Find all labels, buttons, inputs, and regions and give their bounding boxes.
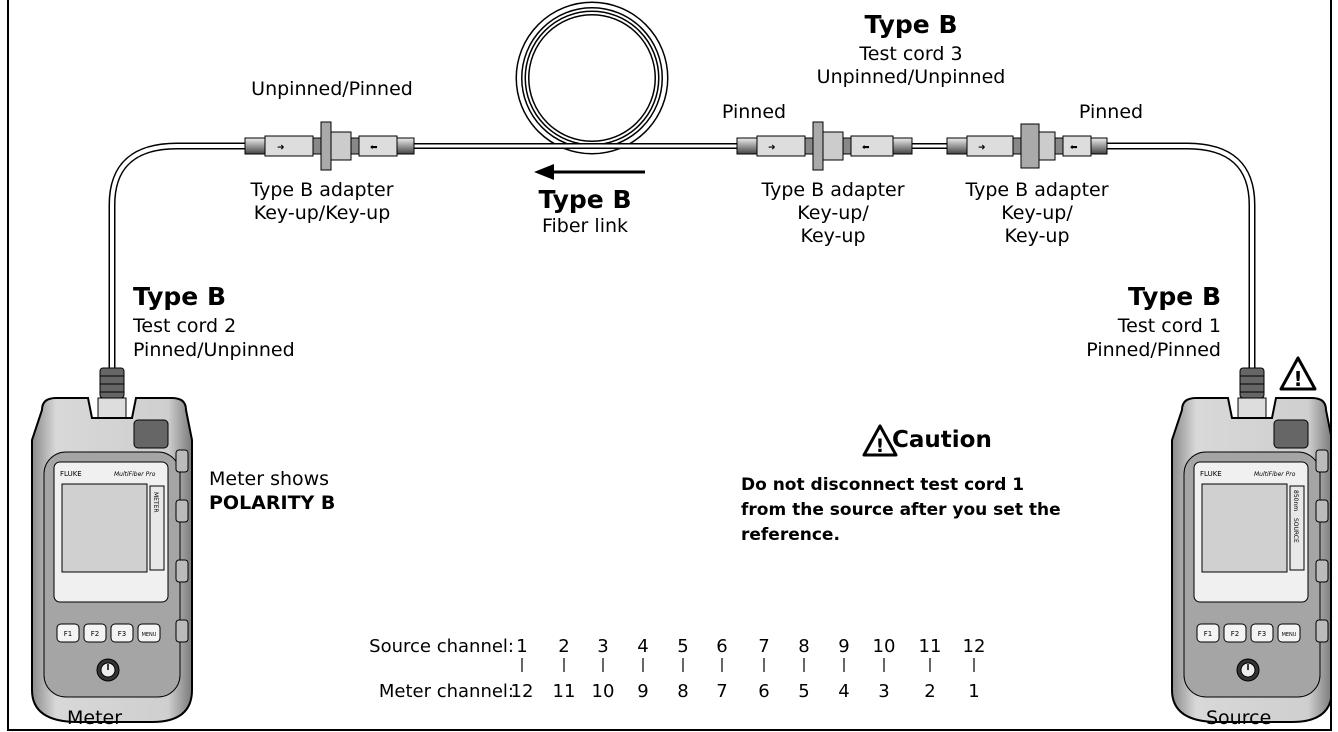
meter-button-label: F2 xyxy=(91,630,99,638)
left-connector-label: Unpinned/Pinned xyxy=(251,78,413,100)
meter-channel-number: 7 xyxy=(716,681,728,702)
source-channel-number: 10 xyxy=(872,636,896,657)
meter-button-f2 xyxy=(83,623,107,643)
source-channel-number: 6 xyxy=(716,636,728,657)
link-subtitle: Fiber link xyxy=(541,215,629,237)
meter-button-label: F1 xyxy=(64,630,72,638)
source-channel-number: 9 xyxy=(838,636,850,657)
meter-channel-number: 4 xyxy=(838,681,850,702)
svg-text:!: ! xyxy=(876,435,885,457)
source-button-f1 xyxy=(1196,623,1220,643)
svg-text:⬅: ⬅ xyxy=(862,143,870,153)
warning-icon: ! xyxy=(1279,356,1317,391)
cord3-line1: Test cord 3 xyxy=(859,43,963,65)
test-cord-1 xyxy=(1107,142,1256,372)
source-channel-number: 12 xyxy=(962,636,986,657)
source-channel-number: 11 xyxy=(918,636,942,657)
meter-channel-number: 11 xyxy=(552,681,576,702)
meter-model-name: MultiFiber Pro xyxy=(114,471,156,478)
test-cord-2 xyxy=(108,142,245,372)
source-channel-number: 3 xyxy=(597,636,609,657)
caution-warning-icon: ! xyxy=(862,424,898,457)
right-adapter-label-3: Key-up xyxy=(1004,225,1070,247)
meter-channel-number: 10 xyxy=(591,681,615,702)
source-channel-number: 4 xyxy=(637,636,649,657)
meter-button-label: F3 xyxy=(118,630,126,638)
meter-button-f3 xyxy=(110,623,134,643)
middle-adapter-label-2: Key-up/ xyxy=(797,202,869,224)
cord2-line2: Pinned/Unpinned xyxy=(133,339,295,361)
source-button-label: F1 xyxy=(1204,630,1212,638)
caution-title: Caution xyxy=(892,427,992,453)
fiber-link-diagram: ➜ ⬅ ➜ ⬅ ➜ ⬅ xyxy=(31,1,1330,723)
meter-channel-number: 2 xyxy=(924,681,936,702)
svg-text:➜: ➜ xyxy=(978,143,986,153)
source-channel-number: 5 xyxy=(677,636,689,657)
meter-channel-number: 1 xyxy=(968,681,980,702)
svg-text:➜: ➜ xyxy=(768,143,776,153)
source-side-label: SOURCE xyxy=(1292,518,1299,543)
meter-channel-label: Meter channel: xyxy=(378,681,514,702)
meter-side-label: METER xyxy=(152,492,159,513)
meter-channel-number: 9 xyxy=(637,681,649,702)
cord1-line2: Pinned/Pinned xyxy=(1086,339,1221,361)
source-channel-label: Source channel: xyxy=(369,636,514,657)
left-adapter-assembly: ➜ ⬅ xyxy=(244,121,415,171)
svg-text:⬅: ⬅ xyxy=(370,143,378,153)
source-button-label: F3 xyxy=(1258,630,1266,638)
cord3-title: Type B xyxy=(864,10,958,39)
meter-channel-number: 8 xyxy=(677,681,689,702)
source-button-f3 xyxy=(1250,623,1274,643)
svg-text:➜: ➜ xyxy=(277,143,285,153)
source-channel-number: 2 xyxy=(558,636,570,657)
meter-button-label: MENU xyxy=(142,632,157,638)
diagram-frame: ➜ ⬅ ➜ ⬅ ➜ ⬅ xyxy=(7,0,1332,731)
source-channel-number: 8 xyxy=(798,636,810,657)
right-adapter-assembly: ➜ ⬅ xyxy=(946,123,1108,169)
cord2-title: Type B xyxy=(133,282,226,311)
source-brand-logo: FLUKE xyxy=(1200,470,1222,478)
right-adapter-label-2: Key-up/ xyxy=(1001,202,1073,224)
source-channel-number: 1 xyxy=(516,636,528,657)
cord1-title: Type B xyxy=(1128,282,1221,311)
meter-device: FLUKE MultiFiber Pro METER F1 F2 F3 MENU xyxy=(31,397,193,723)
middle-adapter-label-3: Key-up xyxy=(800,225,866,247)
channel-mapping-ticks xyxy=(521,658,975,672)
svg-text:!: ! xyxy=(1293,367,1302,391)
meter-brand-logo: FLUKE xyxy=(60,470,82,478)
source-model-name: MultiFiber Pro xyxy=(1254,471,1296,478)
meter-channel-number: 5 xyxy=(798,681,810,702)
meter-label: Meter xyxy=(67,707,123,729)
meter-button-f1 xyxy=(56,623,80,643)
meter-channel-number: 3 xyxy=(878,681,890,702)
source-button-f2 xyxy=(1223,623,1247,643)
source-device: FLUKE MultiFiber Pro 850nm SOURCE F1 F2 F3… xyxy=(1171,397,1330,723)
source-wavelength: 850nm xyxy=(1292,490,1299,511)
direction-arrow xyxy=(534,164,645,180)
fiber-coil xyxy=(515,1,669,155)
right-adapter-label-1: Type B adapter xyxy=(965,179,1109,201)
left-adapter-label-1: Type B adapter xyxy=(250,179,394,201)
cord1-line1: Test cord 1 xyxy=(1117,315,1221,337)
cord3-line2: Unpinned/Unpinned xyxy=(816,66,1006,88)
middle-adapter-label-1: Type B adapter xyxy=(761,179,905,201)
source-button-menu xyxy=(1277,623,1301,643)
link-title: Type B xyxy=(538,185,632,214)
meter-channel-number: 6 xyxy=(758,681,770,702)
source-channel-number: 7 xyxy=(758,636,770,657)
meter-button-menu xyxy=(137,623,161,643)
cord2-line1: Test cord 2 xyxy=(133,315,237,337)
svg-text:⬅: ⬅ xyxy=(1070,143,1078,153)
left-adapter-label-2: Key-up/Key-up xyxy=(253,202,391,224)
middle-adapter-assembly: ➜ ⬅ xyxy=(736,121,913,171)
source-button-label: F2 xyxy=(1231,630,1239,638)
meter-shows-label: Meter shows xyxy=(209,468,330,490)
right-connector-label: Pinned xyxy=(1078,101,1144,123)
meter-polarity-value: POLARITY B xyxy=(209,492,336,514)
meter-channel-number: 12 xyxy=(510,681,534,702)
caution-body: Do not disconnect test cord 1 from the s… xyxy=(741,475,1061,545)
middle-connector-label: Pinned xyxy=(721,101,787,123)
source-label: Source xyxy=(1206,707,1272,729)
source-button-label: MENU xyxy=(1282,632,1297,638)
